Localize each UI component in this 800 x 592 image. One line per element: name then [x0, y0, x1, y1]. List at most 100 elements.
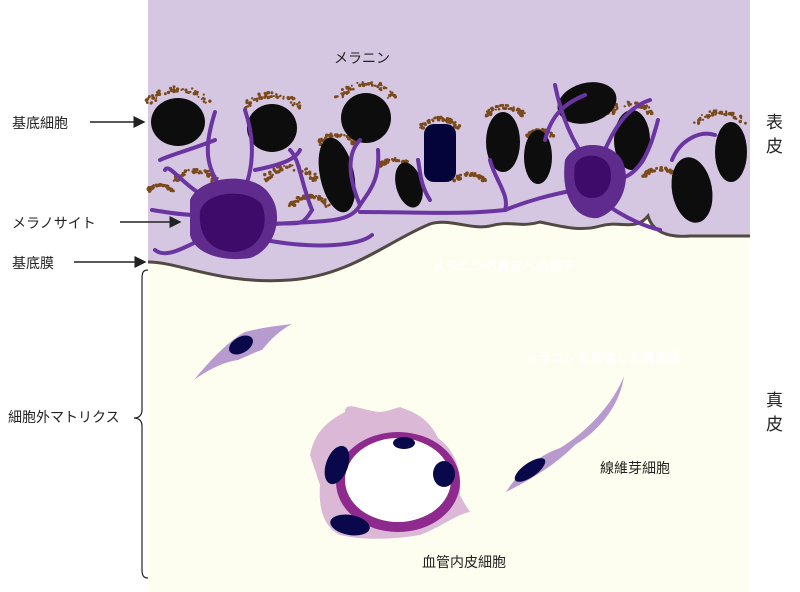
basal-cell	[318, 137, 356, 213]
melanin-granule	[387, 158, 391, 162]
melanin-granule	[382, 86, 386, 90]
melanin-granule	[521, 109, 525, 113]
melanin-granule	[291, 164, 294, 167]
melanin-granule	[727, 112, 731, 115]
melanin-granule	[454, 120, 457, 124]
melanin-granule	[171, 88, 175, 92]
melanin-granule	[421, 126, 426, 130]
melanin-granule	[275, 93, 278, 96]
melanin-granule	[507, 107, 511, 111]
melanin-granule	[470, 172, 474, 177]
melanin-granule	[648, 172, 651, 175]
melanin-granule	[284, 165, 289, 169]
melanin-granule	[289, 101, 293, 104]
melanin-granule	[297, 105, 300, 108]
melanin-granule	[351, 87, 355, 91]
melanin-granule	[190, 87, 194, 90]
melanin-granule	[724, 112, 728, 116]
melanin-granule	[195, 171, 198, 174]
melanin-granule	[377, 83, 380, 86]
melanin-granule	[301, 194, 306, 198]
melanin-granule	[311, 194, 315, 198]
melanin-granule	[379, 160, 384, 165]
melanin-granule	[708, 110, 712, 113]
melanin-granule	[250, 97, 254, 100]
melanin-granule	[147, 95, 151, 99]
melanin-granule	[330, 134, 334, 138]
melanin-granule	[279, 94, 282, 97]
extracellular-matrix-label: 細胞外マトリクス	[8, 410, 120, 426]
melanin-granule	[339, 133, 343, 137]
melanin-granule	[317, 139, 321, 143]
melanin-granule	[379, 88, 383, 92]
basal-cell	[486, 112, 520, 172]
melanin-granule	[394, 94, 397, 97]
melanin-granule	[263, 95, 267, 99]
melanin-granule	[387, 160, 390, 164]
melanin-granule	[287, 204, 291, 208]
melanin-granule	[245, 99, 249, 103]
melanin-granule	[298, 197, 302, 201]
basal-cell	[151, 98, 205, 146]
melanin-granule	[647, 106, 651, 109]
melanin-granule	[290, 95, 294, 99]
melanin-granule	[484, 178, 488, 182]
melanocyte-label: メラノサイト	[12, 216, 96, 232]
melanin-granule	[283, 164, 286, 167]
melanin-granule	[496, 105, 499, 108]
melanin-granule	[324, 133, 329, 138]
melanin-granule	[149, 101, 153, 105]
melanin-granule	[379, 86, 382, 89]
melanin-granule	[187, 168, 190, 172]
melanin-granule	[155, 184, 159, 188]
melanin-granule	[268, 170, 271, 174]
melanin-granule	[324, 205, 328, 208]
melanin-granule	[489, 112, 492, 115]
melanin-granule	[380, 84, 383, 87]
melanin-granule	[497, 107, 501, 111]
melanin-granule	[481, 179, 485, 183]
melanin-granule	[312, 178, 315, 182]
melanin-granule	[345, 86, 349, 90]
melanin-granule	[643, 105, 647, 108]
fibroblast	[506, 376, 624, 492]
melanin-granule	[490, 106, 494, 110]
melanin-granule	[149, 185, 153, 190]
blood-vessel	[310, 406, 470, 539]
melanin-granule	[428, 121, 431, 124]
melanin-granule	[169, 187, 173, 191]
melanin-granule	[421, 122, 425, 125]
melanin-granule	[472, 174, 476, 178]
melanin-granule	[431, 119, 435, 123]
melanin-granule	[265, 177, 269, 181]
melanin-granule	[445, 117, 449, 120]
basal-cell	[557, 82, 617, 124]
melanin-granule	[252, 99, 255, 102]
melanin-granule	[246, 105, 250, 108]
melanin-granule	[512, 106, 515, 109]
melanin-granule	[335, 133, 340, 137]
melanin-granule	[358, 83, 362, 87]
melanin-granule	[297, 101, 301, 104]
melanin-granule	[293, 102, 296, 106]
melanin-granule	[505, 103, 508, 107]
melanin-granule	[525, 133, 529, 138]
melanin-granule	[405, 159, 409, 164]
melanin-granule	[318, 142, 323, 147]
melanin-granule	[516, 111, 519, 114]
melanin-granule	[697, 119, 700, 122]
melanin-granule	[150, 94, 155, 98]
melanin-granule	[333, 95, 337, 99]
melanin-granule	[321, 197, 324, 200]
melanin-granule	[203, 97, 206, 101]
melanin-granule	[623, 105, 626, 108]
melanin-granule	[257, 92, 261, 96]
melanin-granule	[263, 177, 266, 181]
melanin-granule	[282, 95, 285, 98]
melanin-granule	[163, 185, 166, 188]
dermis-layer	[148, 216, 750, 592]
melanin-granule	[627, 101, 631, 105]
melanin-granule	[423, 122, 427, 125]
melanin-granule	[390, 158, 394, 161]
